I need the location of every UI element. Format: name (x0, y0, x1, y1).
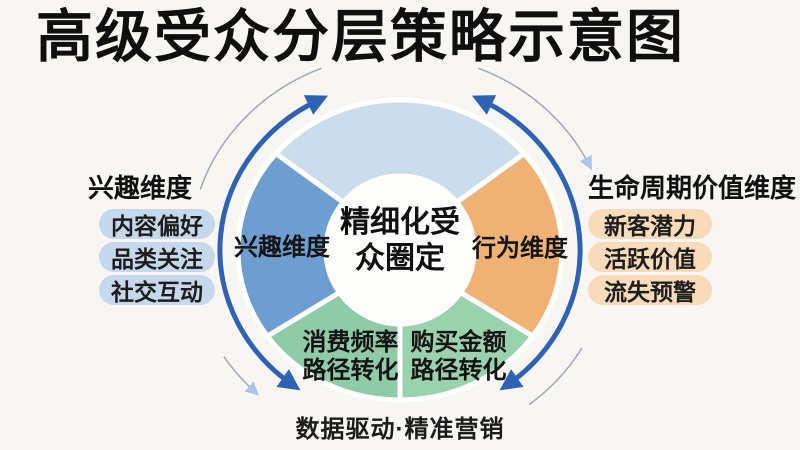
center-label-line1: 精细化受 (340, 206, 460, 239)
outer-arc-bottom-right (528, 347, 583, 406)
rotation-arrow-left (217, 95, 329, 391)
pill-category-attention: 品类关注 (99, 242, 215, 272)
segment-label-purchase-amount: 购买金额 路径转化 (391, 329, 526, 385)
outer-arrow-bottom-left (223, 356, 260, 396)
center-hub (325, 175, 475, 325)
outer-arrow-top-right (478, 67, 592, 171)
segment-label-line: 消费频率 (302, 329, 399, 356)
pill-churn-warning: 流失预警 (588, 275, 712, 305)
segment-label-line: 路径转化 (302, 357, 399, 384)
segment-label-interest: 兴趣维度 (234, 234, 330, 261)
rotation-arrow-right (471, 95, 583, 391)
right-panel-pills: 新客潜力 活跃价值 流失预警 (588, 209, 712, 305)
right-panel-heading: 生命周期价值维度 (588, 173, 797, 203)
outer-arc-top-left (199, 67, 322, 190)
pill-new-customer-potential: 新客潜力 (588, 209, 712, 239)
pill-social-interaction: 社交互动 (99, 275, 215, 305)
footer-caption: 数据驱动·精准营销 (295, 416, 505, 443)
pill-content-preference: 内容偏好 (99, 209, 215, 239)
segment-label-behavior: 行为维度 (472, 235, 568, 262)
segment-label-consumption-frequency: 消费频率 路径转化 (283, 329, 418, 385)
segment-label-line: 购买金额 (410, 329, 507, 356)
left-panel-pills: 内容偏好 品类关注 社交互动 (99, 209, 215, 305)
left-panel-heading: 兴趣维度 (88, 173, 193, 203)
center-label-line2: 众圈定 (355, 242, 445, 275)
page-title: 高级受众分层策略示意图 (36, 5, 685, 69)
center-label: 精细化受 众圈定 (328, 205, 472, 277)
pill-active-value: 活跃价值 (588, 242, 712, 272)
segment-label-line: 路径转化 (410, 357, 507, 384)
